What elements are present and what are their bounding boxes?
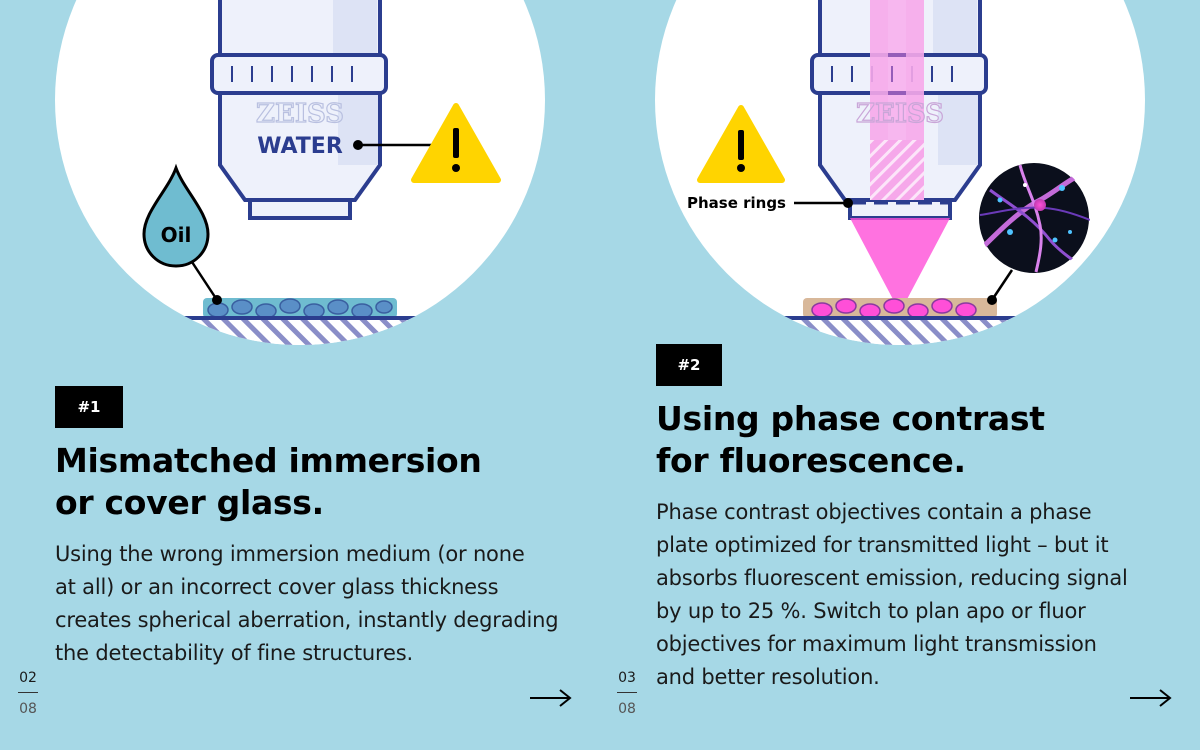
body-line: by up to 25 %. Switch to plan apo or flu… (656, 599, 1086, 623)
arrow-right-icon[interactable] (528, 688, 574, 708)
page-indicator: 03 08 (612, 670, 642, 717)
page-divider (18, 692, 38, 693)
micrograph-inset (977, 161, 1091, 275)
oil-label: Oil (161, 223, 192, 247)
warning-icon (411, 103, 501, 183)
tip-heading: Using phase contrast for fluorescence. (656, 398, 1045, 482)
stage-hatch (100, 318, 500, 345)
tip-body: Using the wrong immersion medium (or non… (55, 538, 559, 670)
stage-hatch (700, 318, 1100, 345)
phase-rings-label: Phase rings (687, 194, 786, 212)
body-line: and better resolution. (656, 665, 880, 689)
phase-contrast-illustration: ZEISS Phase rings (655, 0, 1145, 345)
page-current: 02 (19, 670, 37, 686)
fluorescence-beams (850, 0, 950, 305)
fluorescent-cells (811, 298, 977, 319)
body-line: absorbs fluorescent emission, reducing s… (656, 566, 1128, 590)
body-line: Using the wrong immersion medium (or non… (55, 542, 525, 566)
body-line: Phase contrast objectives contain a phas… (656, 500, 1092, 524)
warning-icon (697, 105, 785, 183)
tip-body: Phase contrast objectives contain a phas… (656, 496, 1128, 694)
slide-1: ZEISS WATER (13, 0, 574, 717)
page-total: 08 (19, 701, 37, 717)
objective-lens: ZEISS WATER (210, 0, 388, 220)
heading-line: for fluorescence. (656, 441, 966, 480)
tip-heading: Mismatched immersion or cover glass. (55, 440, 482, 524)
heading-line: or cover glass. (55, 483, 324, 522)
page-current: 03 (618, 670, 636, 686)
body-line: creates spherical aberration, instantly … (55, 608, 559, 632)
page-divider (617, 692, 637, 693)
arrow-right-icon[interactable] (1128, 688, 1174, 708)
heading-line: Mismatched immersion (55, 441, 482, 480)
immersion-illustration: ZEISS WATER (55, 0, 545, 345)
page-total: 08 (618, 701, 636, 717)
slide-2: ZEISS Phase rings (600, 0, 1200, 750)
tip-badge: #2 (656, 344, 722, 386)
oil-drop-icon: Oil (142, 163, 210, 268)
heading-line: Using phase contrast (656, 399, 1045, 438)
zeiss-logo: ZEISS (256, 99, 344, 129)
tip-badge: #1 (55, 386, 123, 428)
body-line: the detectability of fine structures. (55, 641, 413, 665)
body-line: plate optimized for transmitted light – … (656, 533, 1109, 557)
cells (207, 298, 393, 319)
page-indicator: 02 08 (13, 670, 43, 717)
objective-label: WATER (257, 134, 343, 159)
body-line: at all) or an incorrect cover glass thic… (55, 575, 499, 599)
zeiss-logo: ZEISS (856, 99, 944, 129)
body-line: objectives for maximum light transmissio… (656, 632, 1097, 656)
